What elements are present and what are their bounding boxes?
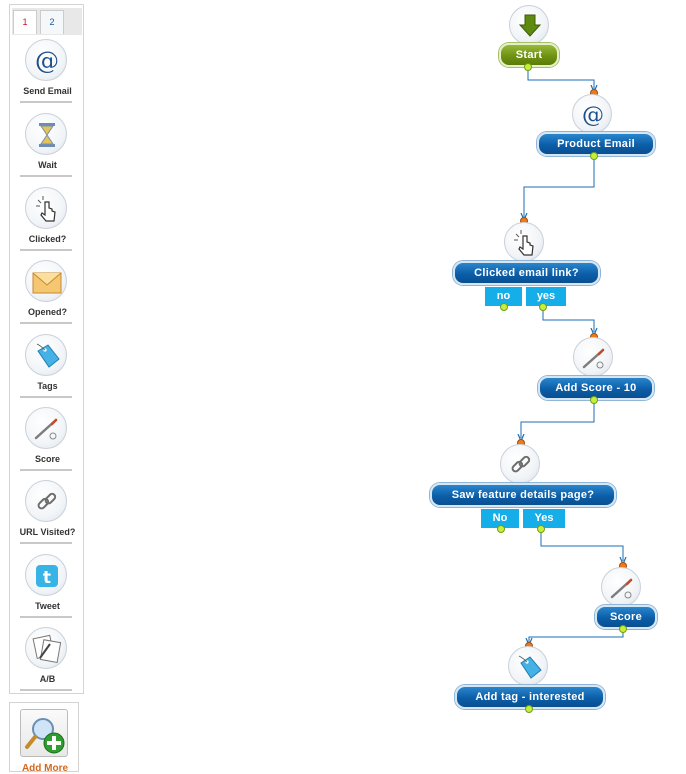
connector-wires (90, 67, 686, 770)
tool-divider (20, 469, 72, 471)
tool-label: Score (34, 454, 60, 464)
tool-divider (20, 396, 72, 398)
palette-tab-2[interactable]: 2 (40, 10, 64, 34)
envelope-icon (25, 260, 67, 302)
score-wand-icon (25, 407, 67, 449)
score-wand-icon (601, 567, 641, 607)
wire-yes-to-score2 (540, 529, 623, 561)
tool-divider (20, 616, 72, 618)
link-icon (500, 444, 540, 484)
tool-divider (20, 542, 72, 544)
wire-score2-to-tag (529, 629, 624, 642)
tool-divider (20, 101, 72, 103)
branch-yes[interactable]: Yes (523, 509, 565, 528)
tool-opened[interactable]: Opened? (10, 260, 85, 334)
link-icon (25, 480, 67, 522)
output-port[interactable] (590, 396, 598, 404)
tool-divider (20, 249, 72, 251)
wire-email-to-clicked (524, 156, 595, 217)
at-sign-icon: @ (25, 39, 67, 81)
tool-label: URL Visited? (19, 527, 76, 537)
output-port-no[interactable] (500, 303, 508, 311)
output-port-no[interactable] (497, 525, 505, 533)
branch-yes[interactable]: yes (526, 287, 566, 306)
output-port-yes[interactable] (537, 525, 545, 533)
add-tag-pill[interactable]: Add tag - interested (455, 685, 605, 709)
tool-palette: 1 2 @ Send Email Wait (9, 4, 84, 694)
svg-text:@: @ (35, 47, 59, 75)
output-port[interactable] (619, 625, 627, 633)
twitter-icon: t (25, 554, 67, 596)
pointer-click-icon (25, 187, 67, 229)
tool-clicked[interactable]: Clicked? (10, 187, 85, 261)
saw-feature-details-pill[interactable]: Saw feature details page? (430, 483, 616, 507)
add-more-label: Add More (21, 763, 69, 774)
output-port-yes[interactable] (539, 303, 547, 311)
at-sign-icon: @ (572, 94, 612, 134)
svg-text:@: @ (582, 103, 604, 128)
tool-url-visited[interactable]: URL Visited? (10, 480, 85, 554)
tool-score[interactable]: Score (10, 407, 85, 481)
tag-icon (25, 334, 67, 376)
add-more-icon (20, 709, 68, 757)
arrow-down-icon (509, 5, 549, 45)
tool-label: Tweet (35, 601, 60, 611)
tool-label: Wait (38, 160, 57, 170)
tool-ab[interactable]: A/B (10, 627, 85, 701)
tag-icon (508, 646, 548, 686)
ab-test-icon (25, 627, 67, 669)
pointer-click-icon (504, 222, 544, 262)
tool-divider (20, 689, 72, 691)
workflow-canvas: Start @ Product Email Clicked email link… (90, 0, 686, 770)
clicked-email-link-pill[interactable]: Clicked email link? (453, 261, 600, 285)
branch-no[interactable]: no (485, 287, 522, 306)
tool-divider (20, 322, 72, 324)
hourglass-icon (25, 113, 67, 155)
score-pill[interactable]: Score (595, 605, 657, 629)
tool-divider (20, 175, 72, 177)
tool-label: Opened? (27, 307, 67, 317)
tool-tags[interactable]: Tags (10, 334, 85, 408)
tool-label: Tags (37, 381, 58, 391)
svg-text:t: t (43, 568, 51, 588)
wire-start-to-email (527, 67, 594, 89)
tool-label: A/B (39, 674, 56, 684)
tool-wait[interactable]: Wait (10, 113, 85, 187)
tool-tweet[interactable]: t Tweet (10, 554, 85, 628)
palette-tab-1[interactable]: 1 (13, 10, 37, 34)
wire-score-to-saw (521, 400, 595, 438)
palette-tabs: 1 2 (12, 8, 82, 35)
tool-send-email[interactable]: @ Send Email (10, 39, 85, 113)
score-wand-icon (573, 337, 613, 377)
output-port[interactable] (525, 705, 533, 713)
output-port[interactable] (590, 152, 598, 160)
tool-label: Clicked? (28, 234, 67, 244)
branch-no[interactable]: No (481, 509, 519, 528)
tool-label: Send Email (23, 86, 72, 96)
add-more-button[interactable]: Add More (9, 702, 79, 774)
output-port[interactable] (524, 63, 532, 71)
wire-yes-to-score (542, 307, 594, 332)
